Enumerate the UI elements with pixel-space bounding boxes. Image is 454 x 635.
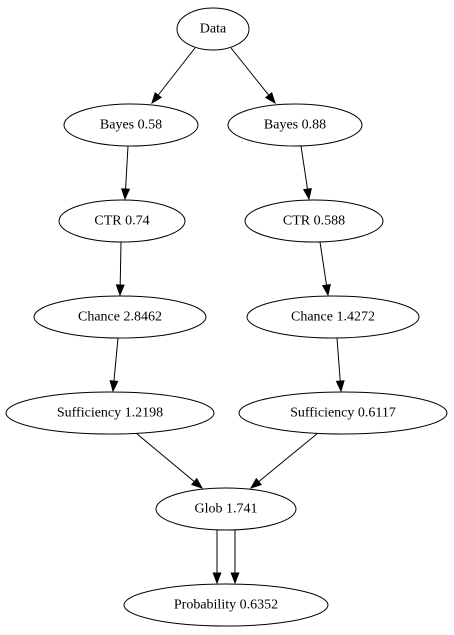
- node-probability: Probability 0.6352: [123, 583, 329, 627]
- edge-data-to-bayes-l: [151, 47, 196, 105]
- node-sufficiency-left: Sufficiency 1.2198: [5, 391, 215, 435]
- node-sufficiency-left-label: Sufficiency 1.2198: [57, 406, 163, 421]
- arrowhead-icon: [249, 477, 262, 489]
- edge-ctr-r-to-chance-r: [319, 241, 331, 297]
- arrowhead-icon: [121, 188, 131, 201]
- node-data-label: Data: [200, 22, 227, 37]
- node-sufficiency-right: Sufficiency 0.6117: [238, 391, 448, 435]
- node-bayes-left-shape: [63, 103, 199, 147]
- node-glob-shape: [155, 487, 297, 531]
- node-chance-right: Chance 1.4272: [246, 295, 420, 339]
- node-bayes-right: Bayes 0.88: [227, 103, 363, 147]
- edge-line: [157, 47, 196, 96]
- node-ctr-right-shape: [244, 199, 384, 243]
- edge-line: [135, 432, 195, 482]
- edges-layer: [109, 47, 345, 585]
- node-chance-left-label: Chance 2.8462: [78, 310, 162, 325]
- edge-line: [230, 47, 270, 96]
- edge-bayes-r-to-ctr-r: [300, 145, 312, 201]
- edge-line: [119, 241, 122, 286]
- node-bayes-left-label: Bayes 0.58: [100, 118, 162, 133]
- node-chance-right-shape: [246, 295, 420, 339]
- node-ctr-right: CTR 0.588: [244, 199, 384, 243]
- edge-line: [336, 337, 341, 382]
- node-probability-shape: [123, 583, 329, 627]
- node-bayes-left: Bayes 0.58: [63, 103, 199, 147]
- node-glob-label: Glob 1.741: [195, 502, 258, 517]
- arrowhead-icon: [335, 380, 345, 393]
- node-chance-right-label: Chance 1.4272: [291, 310, 375, 325]
- node-bayes-right-shape: [227, 103, 363, 147]
- edge-chance-r-to-suff-r: [335, 337, 345, 393]
- node-ctr-left: CTR 0.74: [58, 199, 186, 243]
- node-ctr-right-label: CTR 0.588: [283, 214, 345, 229]
- arrowhead-icon: [151, 91, 163, 105]
- arrowhead-icon: [212, 572, 222, 585]
- arrowhead-icon: [109, 380, 119, 393]
- edge-line: [319, 241, 328, 286]
- arrowhead-icon: [230, 572, 240, 585]
- node-ctr-left-label: CTR 0.74: [94, 214, 149, 229]
- node-probability-label: Probability 0.6352: [174, 598, 278, 613]
- arrowhead-icon: [321, 283, 331, 297]
- edge-suff-r-to-glob: [249, 432, 319, 489]
- node-bayes-right-label: Bayes 0.88: [264, 118, 326, 133]
- node-chance-left-shape: [33, 295, 207, 339]
- edge-data-to-bayes-r: [230, 47, 276, 105]
- edge-line: [125, 145, 129, 190]
- arrowhead-icon: [264, 91, 276, 105]
- node-sufficiency-right-label: Sufficiency 0.6117: [290, 406, 396, 421]
- edge-line: [258, 432, 319, 483]
- node-chance-left: Chance 2.8462: [33, 295, 207, 339]
- edge-glob-to-prob: [230, 530, 240, 585]
- node-glob: Glob 1.741: [155, 487, 297, 531]
- edge-ctr-l-to-chance-l: [115, 241, 125, 297]
- node-data: Data: [176, 7, 250, 51]
- arrowhead-icon: [302, 187, 312, 201]
- edge-bayes-l-to-ctr-l: [121, 145, 131, 201]
- node-sufficiency-left-shape: [5, 391, 215, 435]
- arrowhead-icon: [115, 284, 125, 297]
- edge-suff-l-to-glob: [135, 432, 204, 489]
- edge-chance-l-to-suff-l: [109, 337, 119, 393]
- node-data-shape: [176, 7, 250, 51]
- edge-glob-to-prob: [212, 530, 222, 585]
- edge-line: [113, 337, 119, 382]
- arrowhead-icon: [191, 477, 204, 489]
- edge-line: [300, 145, 309, 190]
- node-ctr-left-shape: [58, 199, 186, 243]
- node-sufficiency-right-shape: [238, 391, 448, 435]
